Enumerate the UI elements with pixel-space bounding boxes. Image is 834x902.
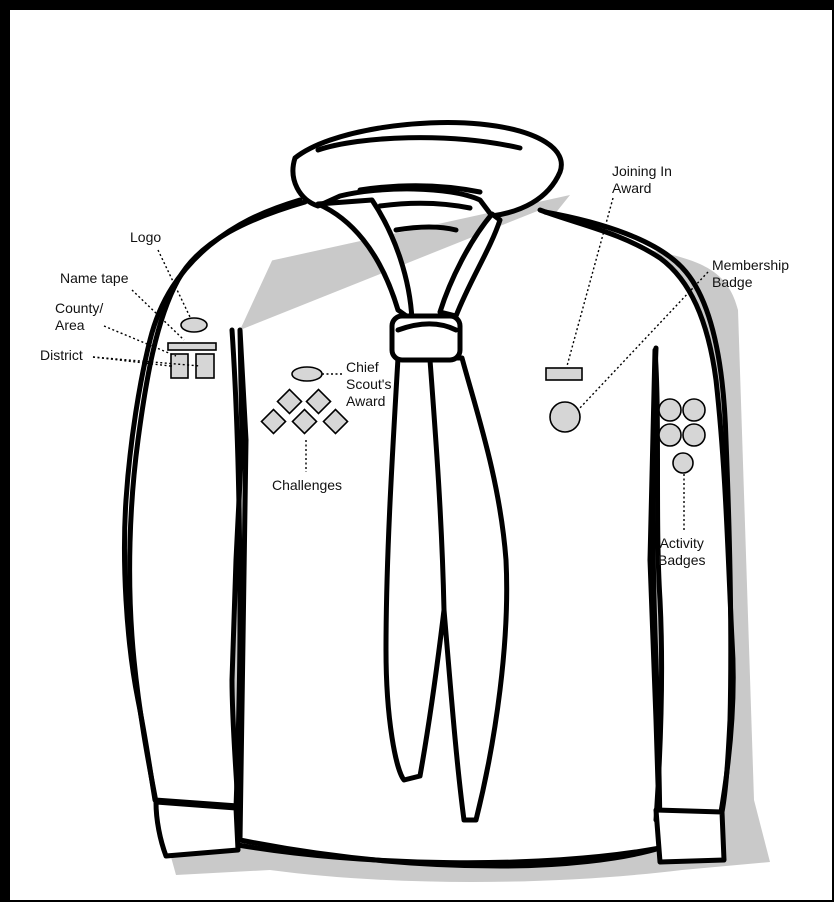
label-membership-badge: Membership Badge	[712, 257, 789, 291]
chief-scouts-award-badge	[292, 367, 322, 381]
label-chief-scouts-award: Chief Scout's Award	[346, 359, 391, 410]
joining-in-award-badge	[546, 368, 582, 380]
logo-badge	[181, 318, 207, 332]
label-name-tape: Name tape	[60, 270, 128, 287]
label-joining-in-award: Joining In Award	[612, 163, 672, 197]
label-activity-badges: Activity Badges	[658, 535, 705, 569]
county-area-badge	[171, 354, 188, 378]
left-cuff	[156, 802, 238, 856]
district-badge	[196, 354, 214, 378]
label-challenges: Challenges	[272, 477, 342, 494]
label-county-area: County/ Area	[55, 300, 103, 334]
membership-badge	[550, 402, 580, 432]
label-logo: Logo	[130, 229, 161, 246]
right-cuff	[656, 810, 724, 862]
label-district: District	[40, 347, 83, 364]
name-tape-badge	[168, 343, 216, 350]
neck-stripe	[380, 203, 470, 208]
